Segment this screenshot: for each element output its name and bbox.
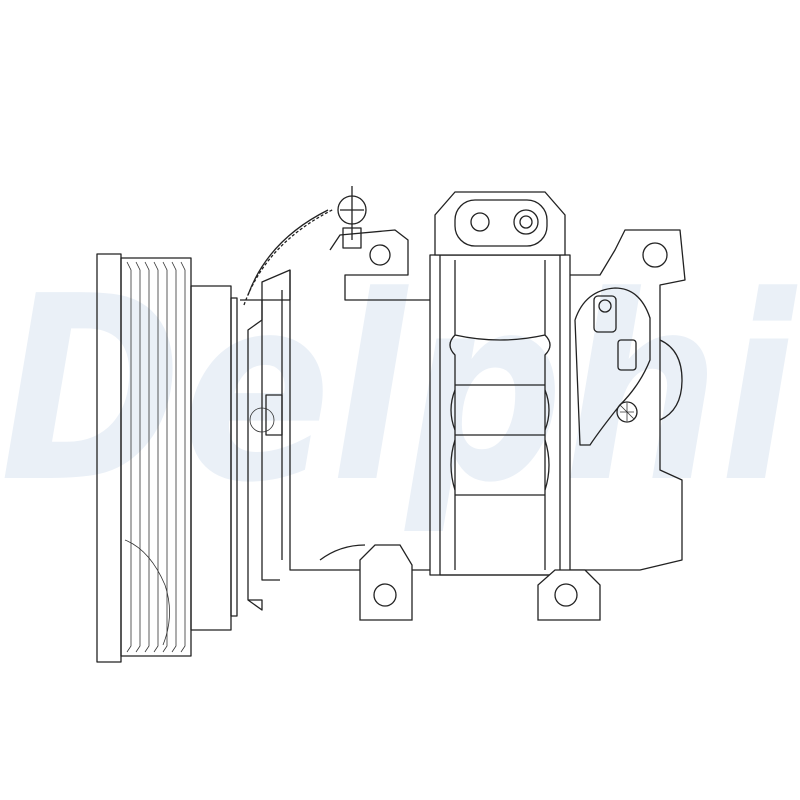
pulley [96, 253, 238, 663]
mounting-foot-right [537, 569, 601, 621]
pulley-groove [180, 261, 186, 653]
pulley-groove [153, 261, 159, 653]
delphi-watermark: Delphi [0, 242, 798, 539]
pulley-groove [144, 261, 150, 653]
mounting-foot-left [319, 544, 413, 621]
watermark-text: Delphi [0, 242, 798, 539]
pulley-groove [171, 261, 177, 653]
sensor-connector [329, 186, 430, 301]
front-housing [240, 208, 430, 611]
discharge-port [434, 191, 566, 256]
pulley-groove [162, 261, 168, 653]
pulley-groove [135, 261, 141, 653]
pulley-groove [126, 261, 132, 653]
rear-housing [570, 229, 686, 571]
